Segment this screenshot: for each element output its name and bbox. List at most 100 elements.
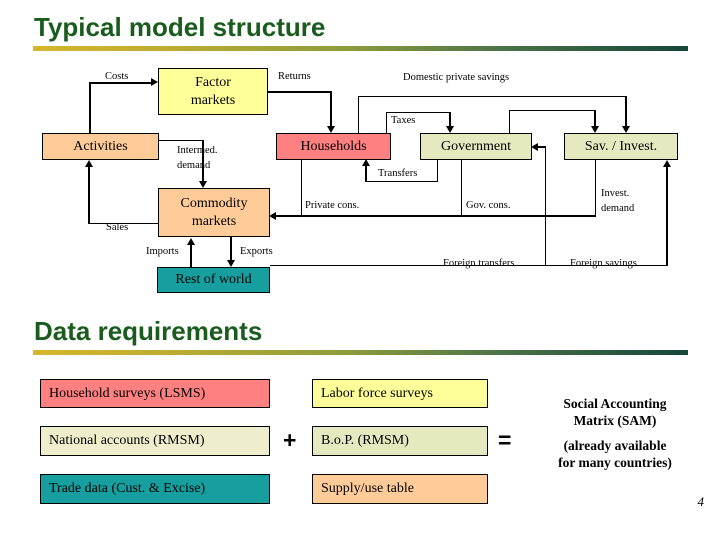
line-private-cons-vertical (301, 160, 302, 216)
line-foreign-transfers-vertical (545, 146, 546, 266)
result-sam-line3: (already available (563, 437, 667, 453)
databox-bop-label: B.o.P. (RMSM) (321, 433, 409, 448)
node-rest-of-world-label: Rest of world (175, 272, 252, 288)
label-foreign-savings: Foreign savings (570, 258, 637, 269)
databox-household-surveys[interactable]: Household surveys (LSMS) (40, 379, 270, 408)
line-dps-left-vertical (358, 96, 359, 133)
databox-supply-use-table-label: Supply/use table (321, 481, 414, 496)
section-title-data-requirements: Data requirements (34, 316, 263, 346)
line-intermed-vertical (202, 140, 204, 182)
node-activities-label: Activities (73, 138, 128, 154)
arrowhead-foreign-transfers (531, 143, 538, 151)
label-gov-cons: Gov. cons. (466, 200, 511, 211)
line-gov-savings-vertical (509, 110, 510, 133)
result-sam-line4: for many countries) (558, 454, 672, 470)
line-taxes-left-vertical (386, 112, 387, 133)
line-foreign-savings-horizontal (546, 265, 667, 266)
node-government-label: Government (441, 138, 511, 154)
line-returns-vertical (330, 91, 332, 127)
line-invest-demand-vertical (595, 160, 596, 216)
arrowhead-returns (327, 126, 335, 133)
label-intermed-demand-line1: Intermed. (177, 145, 218, 156)
node-government[interactable]: Government (420, 133, 532, 160)
operator-equals: = (498, 427, 512, 453)
line-invest-demand-horizontal (461, 215, 596, 217)
node-households-label: Households (300, 138, 367, 154)
databox-national-accounts[interactable]: National accounts (RMSM) (40, 426, 270, 456)
line-taxes-right-vertical (449, 112, 451, 128)
result-sam-line2: Matrix (SAM) (573, 412, 657, 428)
node-sav-invest[interactable]: Sav. / Invest. (564, 133, 678, 160)
label-domestic-private-savings: Domestic private savings (403, 72, 510, 83)
label-transfers: Transfers (378, 168, 418, 179)
node-commodity-markets-label-1: Commodity (180, 196, 248, 211)
title-divider-top (33, 46, 688, 51)
arrowhead-domestic-private-savings (622, 126, 630, 133)
label-exports: Exports (240, 246, 273, 257)
line-intermed-horizontal (159, 140, 203, 141)
line-taxes-horizontal (386, 112, 450, 113)
databox-national-accounts-label: National accounts (RMSM) (49, 433, 205, 448)
databox-labor-force-surveys[interactable]: Labor force surveys (312, 379, 488, 408)
line-costs-vertical (89, 82, 91, 146)
operator-plus: + (283, 427, 297, 453)
page-title: Typical model structure (34, 12, 326, 42)
line-foreign-transfers-horizontal (270, 265, 546, 266)
label-invest-demand-line2: demand (601, 203, 635, 214)
arrowhead-costs (151, 78, 158, 86)
arrowhead-sales (85, 160, 93, 167)
line-sales-horizontal (88, 223, 158, 224)
line-transfers-right-vertical (437, 160, 438, 182)
arrowhead-taxes (446, 126, 454, 133)
arrowhead-intermed-demand (199, 181, 207, 188)
arrowhead-gov-savings (591, 126, 599, 133)
title-divider-bottom (33, 350, 688, 355)
node-factor-markets[interactable]: Factor markets (158, 68, 268, 115)
line-dps-right-vertical (625, 96, 627, 128)
node-rest-of-world[interactable]: Rest of world (157, 267, 270, 293)
line-gov-cons-vertical (461, 160, 462, 216)
node-sav-invest-label: Sav. / Invest. (584, 138, 658, 154)
databox-labor-force-surveys-label: Labor force surveys (321, 385, 433, 401)
label-costs: Costs (105, 71, 129, 82)
line-costs-horizontal (89, 82, 151, 84)
arrowhead-private-cons (269, 212, 276, 220)
node-factor-markets-label-1: Factor (195, 75, 231, 90)
node-activities[interactable]: Activities (42, 133, 159, 160)
line-private-cons-horizontal (276, 215, 302, 217)
label-imports: Imports (146, 246, 179, 257)
line-sales-vertical (88, 166, 90, 224)
line-transfers-left-vertical (365, 165, 367, 182)
node-factor-markets-label-2: markets (190, 92, 236, 108)
label-private-cons: Private cons. (305, 200, 360, 211)
line-foreign-transfers-into-gov (538, 146, 546, 148)
node-commodity-markets-label-2: markets (191, 213, 237, 229)
line-gov-savings-down (594, 110, 596, 128)
node-commodity-markets[interactable]: Commodity markets (158, 188, 270, 237)
databox-trade-data[interactable]: Trade data (Cust. & Excise) (40, 474, 270, 504)
databox-bop[interactable]: B.o.P. (RMSM) (312, 426, 488, 456)
line-imports-vertical (190, 244, 192, 268)
line-dps-horizontal (358, 96, 626, 97)
line-foreign-savings-vertical (666, 166, 668, 266)
result-sam: Social Accounting Matrix (SAM) (already … (520, 396, 710, 472)
result-sam-line1: Social Accounting (563, 396, 667, 411)
node-households[interactable]: Households (276, 133, 391, 160)
arrowhead-foreign-savings (663, 160, 671, 167)
arrowhead-exports (227, 260, 235, 267)
result-sam-spacer (520, 430, 710, 438)
line-transfers-horizontal (365, 181, 438, 182)
label-taxes: Taxes (391, 115, 416, 126)
label-invest-demand-line1: Invest. (601, 188, 630, 199)
databox-supply-use-table[interactable]: Supply/use table (312, 474, 488, 504)
label-sales: Sales (106, 222, 129, 233)
databox-household-surveys-label: Household surveys (LSMS) (49, 385, 206, 401)
line-returns-horizontal (268, 91, 331, 93)
databox-trade-data-label: Trade data (Cust. & Excise) (49, 481, 206, 496)
line-gov-cons-horizontal (301, 215, 462, 217)
label-foreign-transfers: Foreign transfers (443, 258, 515, 269)
arrowhead-imports (187, 238, 195, 245)
line-exports-vertical (230, 237, 232, 261)
label-intermed-demand-line2: demand (177, 160, 211, 171)
